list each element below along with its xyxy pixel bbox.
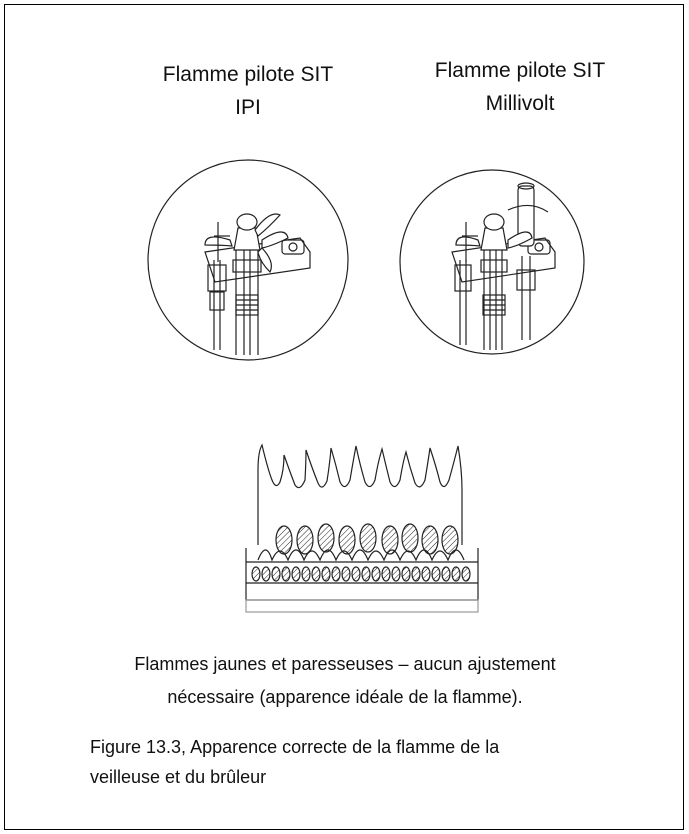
figure-label: Figure 13.3, Apparence correcte de la fl… [90, 732, 650, 792]
pilot-millivolt-title-line1: Flamme pilote SIT [434, 59, 606, 82]
pilot-ipi-title-line1: Flamme pilote SIT [162, 63, 334, 86]
pilot-millivolt-illustration [399, 169, 585, 355]
figure-label-line2: veilleuse et du brûleur [90, 767, 267, 787]
flame-caption: Flammes jaunes et paresseuses – aucun aj… [60, 648, 630, 714]
document-frame [4, 4, 684, 830]
pilot-millivolt-title-line2: Millivolt [485, 92, 555, 115]
flame-caption-line1: Flammes jaunes et paresseuses – aucun aj… [134, 654, 556, 674]
figure-label-line1: Figure 13.3, Apparence correcte de la fl… [90, 737, 500, 757]
flame-caption-line2: nécessaire (apparence idéale de la flamm… [167, 687, 523, 707]
pilot-ipi-illustration [147, 159, 349, 361]
pilot-millivolt-title: Flamme pilote SIT Millivolt [400, 54, 640, 120]
pilot-ipi-title-line2: IPI [235, 96, 261, 119]
pilot-ipi-title: Flamme pilote SIT IPI [128, 58, 368, 124]
burner-flame-illustration [245, 443, 479, 613]
